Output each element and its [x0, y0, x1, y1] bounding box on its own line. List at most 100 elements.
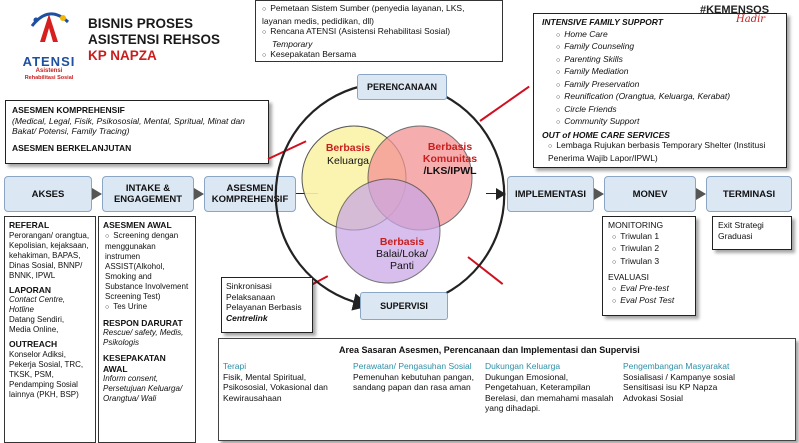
venn-label-keluarga: Berbasis Keluarga: [325, 142, 371, 167]
top-item-3: Temporary: [272, 38, 313, 49]
title-line2: ASISTENSI REHSOS: [88, 32, 221, 47]
asesmen-awal-title: ASESMEN AWAL: [103, 220, 172, 230]
evaluasi-item-2: Eval Post Test: [612, 295, 690, 308]
logo-name: ATENSI: [22, 54, 76, 69]
fs-item-3: Parenting Skills: [556, 54, 778, 67]
fs-item-5: Family Preservation: [556, 79, 778, 92]
arrow-intake-asesmen: [194, 188, 204, 200]
page-title: BISNIS PROSES ASISTENSI REHSOS KP NAPZA: [88, 16, 220, 64]
area-col2-title: Perawatan/ Pengasuhan Sosial: [353, 361, 472, 371]
laporan-item-4: Media Online,: [9, 325, 59, 334]
respon-darurat-text: Rescue/ safety, Medis, Psikologis: [103, 328, 184, 347]
cycle-supervisi[interactable]: SUPERVISI: [360, 292, 448, 320]
asesmen-awal-item-2: Tes Urine: [105, 302, 191, 313]
fs-item-7: Circle Friends: [556, 104, 778, 117]
area-col4-item-3: Advokasi Sosial: [623, 392, 684, 403]
hashtag-text: #KEMENSOS: [700, 4, 770, 16]
out-of-home-item: Lembaga Rujukan berbasis Temporary Shelt…: [542, 140, 778, 163]
area-col4-item-2: Sensitisasi isu KP Napza: [623, 382, 718, 392]
venn-label-komunitas: Berbasis Komunitas /LKS/IPWL: [422, 141, 478, 177]
kesepakatan-text: Inform consent, Persetujuan Keluarga/ Or…: [103, 374, 183, 403]
laporan-item-2: Hotline: [9, 305, 34, 314]
flow-terminasi[interactable]: TERMINASI: [706, 176, 792, 212]
family-support-box: INTENSIVE FAMILY SUPPORT Home Care Famil…: [533, 13, 787, 168]
asesmen-awal-box: ASESMEN AWAL Screening dengan menggunaka…: [98, 216, 196, 443]
cycle-venn-diagram: [274, 79, 506, 311]
referal-title: REFERAL: [9, 220, 50, 230]
terminasi-box: Exit Strategi Graduasi: [712, 216, 792, 250]
arrow-to-implementasi: [496, 188, 506, 200]
asesmen-box-title2: ASESMEN BERKELANJUTAN: [12, 142, 132, 153]
monitoring-title: MONITORING: [608, 220, 664, 230]
monitoring-item-3: Triwulan 3: [612, 256, 690, 269]
connector-cycle-impl: [486, 193, 498, 194]
area-col-2: Perawatan/ Pengasuhan Sosial Pemenuhan k…: [353, 361, 481, 393]
title-line1: BISNIS PROSES: [88, 16, 194, 31]
area-col2-text: Pemenuhan kebutuhan pangan, sandang papa…: [353, 371, 474, 393]
sinkronisasi-centrelink: Centrelink: [226, 312, 268, 323]
flow-intake[interactable]: INTAKE & ENGAGEMENT: [102, 176, 194, 212]
hashtag-sub: Hadir: [736, 14, 766, 25]
outreach-title: OUTREACH: [9, 339, 58, 349]
monitoring-box: MONITORING Triwulan 1 Triwulan 2 Triwula…: [602, 216, 696, 316]
atensi-logo-icon: [30, 12, 70, 42]
sinkronisasi-box: Sinkronisasi Pelaksanaan Pelayanan Berba…: [221, 277, 313, 333]
kesepakatan-title: KESEPAKATAN AWAL: [103, 353, 166, 374]
respon-darurat-title: RESPON DARURAT: [103, 317, 183, 328]
area-col3-text: Dukungan Emosional, Pengetahuan, Keteram…: [485, 371, 614, 414]
flow-akses[interactable]: AKSES: [4, 176, 92, 212]
area-col-3: Dukungan Keluarga Dukungan Emosional, Pe…: [485, 361, 615, 414]
top-item-1: Pemetaan Sistem Sumber (penyedia layanan…: [262, 3, 496, 26]
area-col3-title: Dukungan Keluarga: [485, 361, 561, 371]
fs-item-8: Community Support: [556, 116, 778, 129]
logo-sub2: Rehabilitasi Sosial: [24, 75, 74, 81]
atensi-logo: ATENSI Asistensi Rehabilitasi Sosial: [18, 8, 80, 81]
asesmen-box-title: ASESMEN KOMPREHENSIF: [12, 105, 125, 115]
area-col4-item-1: Sosialisasi / Kampanye sosial: [623, 371, 735, 382]
flow-asesmen[interactable]: ASESMEN KOMPREHENSIF: [204, 176, 296, 212]
cycle-arc-left: [274, 84, 371, 311]
area-col-4: Pengembangan Masyarakat Sosialisasi / Ka…: [623, 361, 793, 403]
monitoring-item-2: Triwulan 2: [612, 243, 690, 256]
logo-sub1: Asistensi: [35, 68, 63, 74]
asesmen-komprehensif-box: ASESMEN KOMPREHENSIF (Medical, Legal, Fi…: [5, 100, 269, 164]
evaluasi-item-1: Eval Pre-test: [612, 283, 690, 296]
laporan-item-1: Contact Centre,: [9, 295, 66, 304]
title-line3: KP NAPZA: [88, 48, 157, 63]
venn-circle-balai: [335, 178, 441, 284]
area-sasaran-box: Area Sasaran Asesmen, Perencanaan dan Im…: [218, 338, 796, 441]
laporan-item-3: Datang Sendiri,: [9, 315, 65, 324]
arrow-monev-terminasi: [696, 188, 706, 200]
family-support-title: INTENSIVE FAMILY SUPPORT: [542, 17, 663, 27]
area-col1-text: Fisik, Mental Spiritual, Psikososial, Vo…: [223, 371, 328, 403]
top-item-4: Kesepakatan Bersama: [262, 49, 496, 62]
kemensos-hashtag: #KEMENSOS Hadir: [700, 4, 769, 25]
evaluasi-title: EVALUASI: [608, 272, 649, 282]
referal-box: REFERAL Perorangan/ orangtua, Kepolisian…: [4, 216, 96, 443]
fs-item-1: Home Care: [556, 29, 778, 42]
monitoring-item-1: Triwulan 1: [612, 231, 690, 244]
cycle-arc-right: [409, 79, 506, 306]
venn-label-balai: Berbasis Balai/Loka/ Panti: [376, 236, 428, 272]
area-col4-title: Pengembangan Masyarakat: [623, 361, 730, 371]
arrow-impl-monev: [594, 188, 604, 200]
fs-item-4: Family Mediation: [556, 66, 778, 79]
top-center-box: Pemetaan Sistem Sumber (penyedia layanan…: [255, 0, 503, 62]
arrow-akses-intake: [92, 188, 102, 200]
outreach-text: Konselor Adiksi, Pekerja Sosial, TRC, TK…: [9, 349, 84, 399]
out-of-home-title: OUT of HOME CARE SERVICES: [542, 129, 670, 140]
terminasi-text: Exit Strategi Graduasi: [718, 220, 764, 241]
referal-text: Perorangan/ orangtua, Kepolisian, kejaks…: [9, 230, 90, 280]
top-item-2: Rencana ATENSI (Asistensi Rehabilitasi S…: [262, 26, 496, 39]
cycle-perencanaan[interactable]: PERENCANAAN: [357, 74, 447, 100]
area-col-1: Terapi Fisik, Mental Spiritual, Psikosos…: [223, 361, 343, 403]
laporan-title: LAPORAN: [9, 284, 52, 295]
asesmen-awal-item-1: Screening dengan menggunakan instrumen A…: [105, 231, 191, 302]
flow-monev[interactable]: MONEV: [604, 176, 696, 212]
asesmen-box-detail: (Medical, Legal, Fisik, Psikososial, Men…: [12, 115, 245, 137]
sinkronisasi-text: Sinkronisasi Pelaksanaan Pelayanan Berba…: [226, 281, 302, 312]
area-col1-title: Terapi: [223, 361, 247, 371]
fs-item-2: Family Counseling: [556, 41, 778, 54]
fs-item-6: Reunification (Orangtua, Keluarga, Kerab…: [556, 91, 778, 104]
flow-implementasi[interactable]: IMPLEMENTASI: [507, 176, 594, 212]
